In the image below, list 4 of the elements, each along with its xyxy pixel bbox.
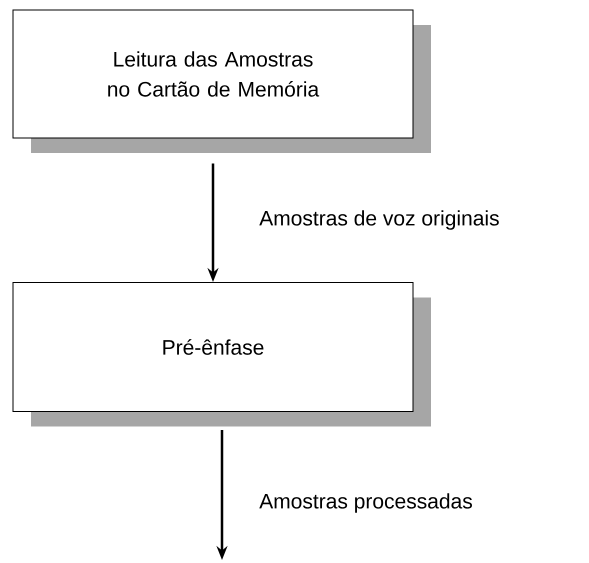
edge-label: Amostras processadas bbox=[259, 493, 472, 513]
process-box: Leitura das Amostras no Cartão de Memória bbox=[12, 10, 431, 153]
process-box: Pré-ênfase bbox=[12, 282, 431, 426]
edge-label: Amostras de voz originais bbox=[259, 210, 499, 230]
